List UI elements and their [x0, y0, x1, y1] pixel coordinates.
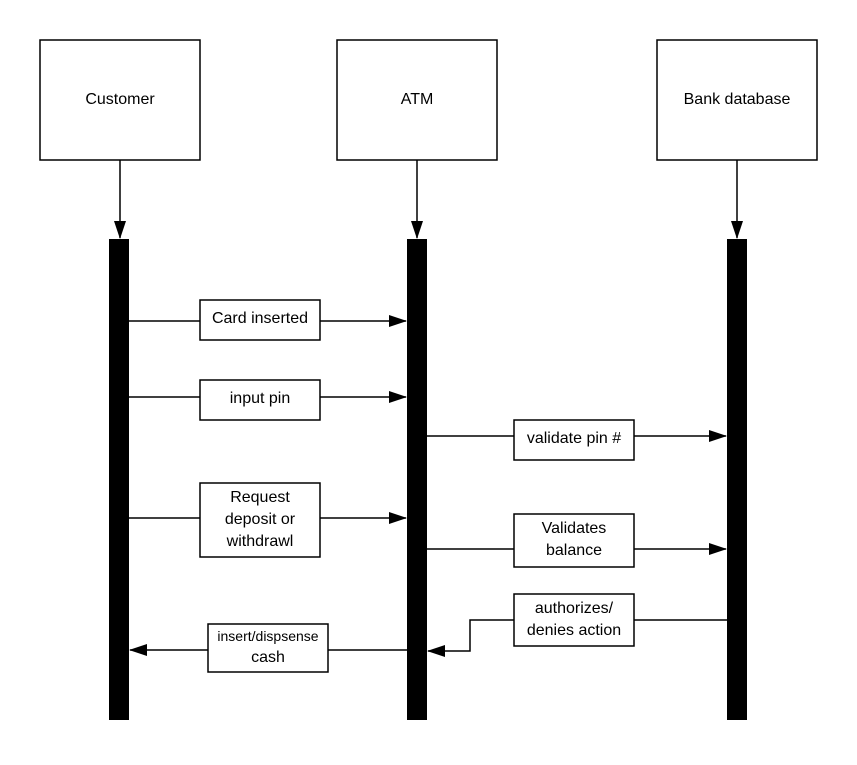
- atm-lifeline: [407, 239, 427, 720]
- message-request-deposit-line-1: Request: [230, 489, 290, 506]
- message-input-pin-label: input pin: [230, 390, 291, 407]
- customer-lifeline: [109, 239, 129, 720]
- message-validates-balance: Validates balance: [427, 513, 727, 568]
- message-card-inserted-label: Card inserted: [212, 310, 308, 327]
- bank-lifeline: [727, 239, 747, 720]
- message-request-deposit-line-2: deposit or: [225, 511, 296, 528]
- message-authorizes-denies-line-1: authorizes/: [535, 600, 614, 617]
- message-authorizes-denies: authorizes/ denies action: [427, 593, 727, 657]
- message-validate-pin-label: validate pin #: [527, 430, 621, 447]
- message-insert-dispense-cash-line-2: cash: [251, 649, 285, 666]
- message-validates-balance-line-2: balance: [546, 542, 602, 559]
- actor-customer: Customer: [39, 39, 201, 161]
- message-validate-pin: validate pin #: [427, 419, 727, 461]
- actor-atm-label: ATM: [401, 91, 434, 108]
- message-validates-balance-line-1: Validates: [542, 520, 607, 537]
- actor-atm: ATM: [336, 39, 498, 161]
- message-authorizes-denies-line-2: denies action: [527, 622, 621, 639]
- message-request-deposit: Request deposit or withdrawl: [129, 482, 407, 558]
- actor-bank-database: Bank database: [656, 39, 818, 161]
- message-insert-dispense-cash-line-1: insert/dispsense: [217, 628, 318, 644]
- message-input-pin: input pin: [129, 379, 407, 421]
- actor-customer-label: Customer: [85, 91, 155, 108]
- actor-bank-database-label: Bank database: [684, 91, 791, 108]
- message-insert-dispense-cash: insert/dispsense cash: [129, 623, 407, 673]
- message-request-deposit-line-3: withdrawl: [226, 533, 294, 550]
- message-card-inserted: Card inserted: [129, 299, 407, 341]
